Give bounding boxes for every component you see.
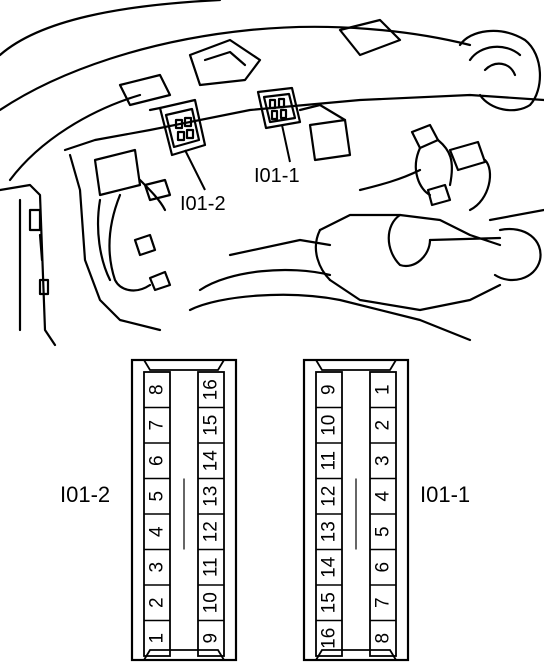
connector-i01-1-pin-8: 8 [373,633,394,644]
connector-i01-1-pin-5: 5 [373,526,394,537]
connector-i01-2-top-latch [143,359,225,371]
connector-i01-1-pin-2: 2 [373,420,394,431]
connector-i01-1-pin-6: 6 [373,562,394,573]
connector-i01-2-pin-10: 10 [201,592,222,613]
connector-i01-2-pin-13: 13 [201,486,222,507]
connector-i01-1-top-latch [315,359,397,371]
connector-i01-2-bottom-latch [143,649,225,661]
callout-label-i01-2: I01-2 [180,193,226,215]
connector-i01-2-body [130,358,238,662]
connector-i01-2-face: 8 7 6 5 4 3 2 1 16 15 14 13 12 11 10 9 [130,358,238,662]
connector-i01-1-body [302,358,410,662]
connector-i01-1-pin-11: 11 [319,451,340,471]
connector-i01-2-pin-9: 9 [201,633,222,644]
connector-i01-2-pin-2: 2 [147,597,168,608]
connector-i01-1-pin-15: 15 [319,592,340,613]
connector-i01-2-pin-7: 7 [147,420,168,431]
connector-i01-2-pin-14: 14 [201,450,222,472]
connector-i01-1-label: I01-1 [420,482,470,507]
connector-i01-2-pin-5: 5 [147,491,168,502]
connector-i01-2-pin-11: 11 [201,557,222,577]
connector-i01-2-label: I01-2 [60,482,110,507]
connector-i01-1-pin-9: 9 [319,384,340,395]
leader-i01-1 [281,124,291,163]
connector-i01-1-pin-12: 12 [319,486,340,507]
connector-i01-1-pin-10: 10 [319,415,340,436]
connector-i01-2-pin-16: 16 [201,379,222,400]
connector-i01-1-pin-13: 13 [319,521,340,542]
connector-i01-1-pin-16: 16 [319,628,340,649]
connector-i01-2-pin-4: 4 [147,526,168,537]
connector-i01-2-pin-8: 8 [147,384,168,395]
connector-i01-2-pin-1: 1 [147,633,168,644]
connector-i01-2-pin-3: 3 [147,562,168,573]
connector-i01-1-pin-1: 1 [373,384,394,395]
dashboard-illustration [0,0,544,347]
connector-i01-2-pin-15: 15 [201,415,222,436]
callout-label-i01-1: I01-1 [254,165,300,187]
connector-i01-1-pin-3: 3 [373,455,394,466]
connector-i01-1-pin-4: 4 [373,491,394,502]
connector-i01-1-pin-7: 7 [373,597,394,608]
leader-i01-2 [184,149,206,191]
connector-i01-1-bottom-latch [315,649,397,661]
connector-i01-2-pin-12: 12 [201,521,222,542]
connector-i01-1-pin-14: 14 [319,556,340,578]
connector-i01-2-pin-6: 6 [147,455,168,466]
callout-leaders [184,124,291,191]
